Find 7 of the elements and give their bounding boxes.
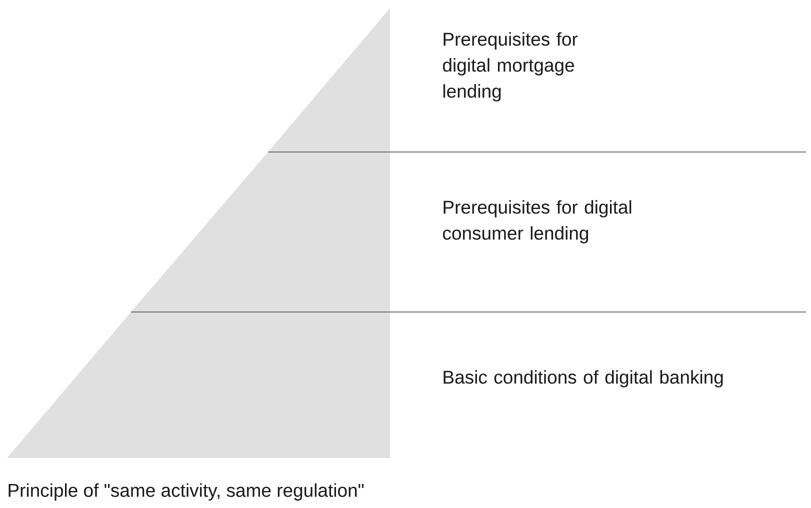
node-label: Prerequisites for digital consumer lending (442, 200, 632, 244)
pyramid-band: Basic conditions of digital banking (7, 312, 723, 458)
node-label: Prerequisites for digital mortgage lending (442, 32, 578, 102)
caption: Principle of "same activity, same regulation" (8, 483, 364, 501)
pyramid-band: Prerequisites for digital consumer lending (131, 152, 632, 312)
node-label: Basic conditions of digital banking (444, 370, 723, 388)
pyramid-band: Prerequisites for digital mortgage lending (268, 8, 578, 152)
